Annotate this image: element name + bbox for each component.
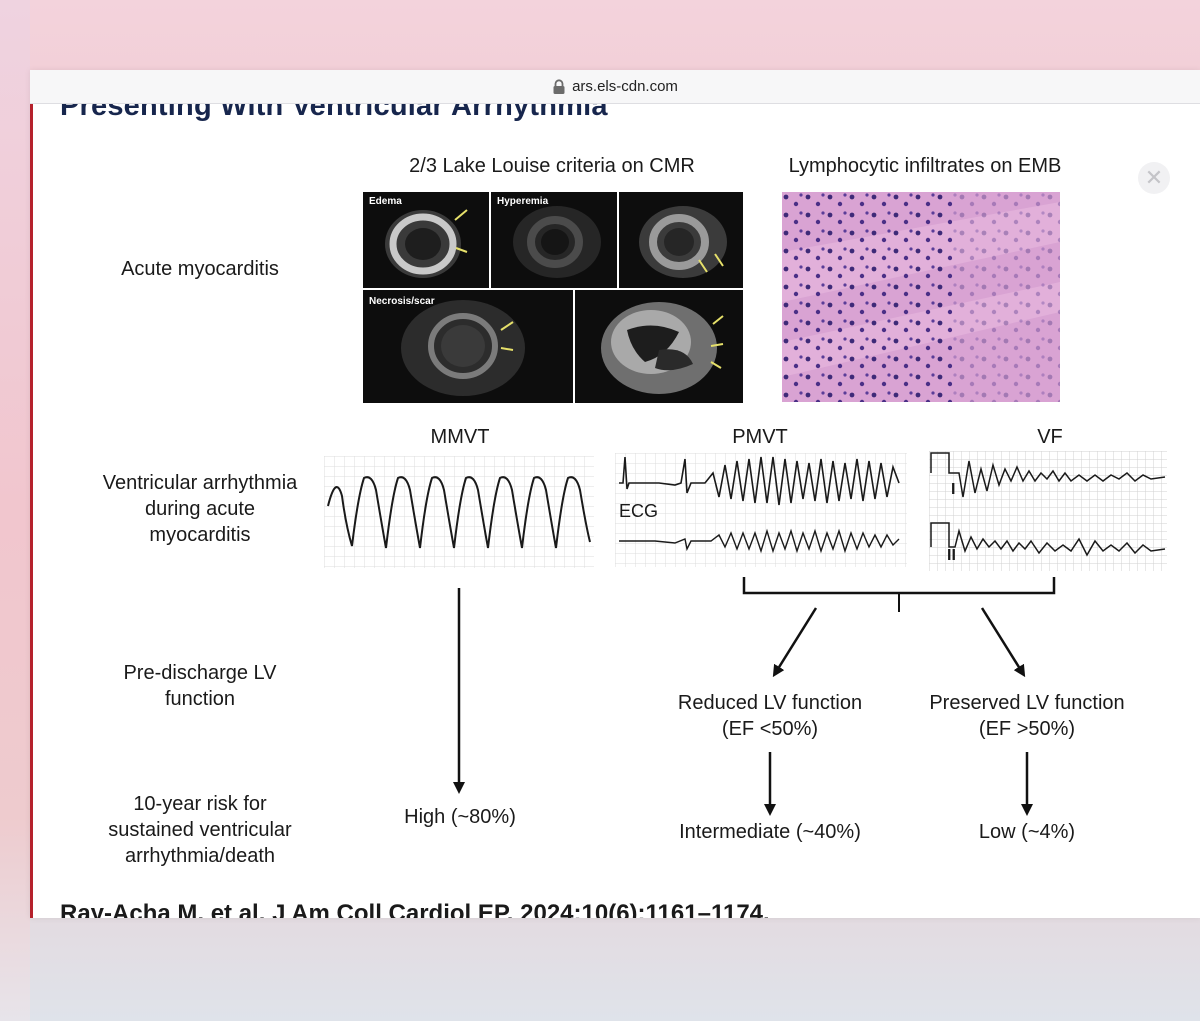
citation: Ray-Acha M, et al. J Am Coll Cardiol EP.…	[60, 900, 770, 918]
outcome-preserved-lv: Preserved LV function (EF >50%)	[902, 690, 1152, 742]
row-label-predischarge-lv: Pre-discharge LV function	[100, 660, 300, 712]
arrow-to-preserved	[980, 607, 1026, 678]
ecg-pmvt-label: ECG	[619, 501, 659, 521]
header-cmr: 2/3 Lake Louise criteria on CMR	[409, 155, 695, 177]
header-emb: Lymphocytic infiltrates on EMB	[788, 155, 1062, 177]
mri-four-chamber-panel	[575, 290, 743, 403]
row-label-va-line1: Ventricular arrhythmia	[102, 472, 298, 494]
background-left-margin	[0, 0, 30, 1021]
lock-icon	[552, 78, 566, 95]
row-label-lv-line1: Pre-discharge LV	[123, 662, 277, 684]
mri-edema-panel: Edema	[363, 192, 489, 288]
row-label-acute-myocarditis: Acute myocarditis	[100, 256, 300, 282]
address-bar[interactable]: ars.els-cdn.com	[30, 70, 1200, 104]
browser-window: Presenting With Ventricular Arrhythmia a…	[30, 70, 1200, 918]
histology-image	[782, 192, 1060, 402]
header-mmvt: MMVT	[430, 426, 490, 448]
ecg-vf-lead2-label: II	[947, 547, 956, 564]
risk-low: Low (~4%)	[978, 821, 1076, 843]
row-label-risk-line3: arrhythmia/death	[124, 845, 276, 867]
url-text[interactable]: ars.els-cdn.com	[572, 78, 678, 95]
row-label-va-line3: myocarditis	[149, 524, 251, 546]
outcome-reduced-line1: Reduced LV function	[677, 692, 863, 714]
ecg-mmvt-strip	[324, 456, 594, 568]
mri-edema-label: Edema	[369, 196, 402, 207]
ecg-vf-lead1-label: I	[951, 481, 956, 498]
ecg-vf-strip: I II	[929, 451, 1167, 571]
outcome-reduced-line2: (EF <50%)	[721, 718, 819, 740]
row-label-lv-line2: function	[164, 688, 236, 710]
row-label-10-year-risk: 10-year risk for sustained ventricular a…	[80, 791, 320, 869]
row-label-risk-line1: 10-year risk for	[133, 793, 267, 815]
flow-diagram-arrows	[453, 577, 1056, 816]
close-icon[interactable]: ✕	[1138, 162, 1170, 194]
risk-intermediate: Intermediate (~40%)	[679, 821, 861, 843]
accent-side-rule	[30, 104, 33, 918]
row-label-ventricular-arrhythmia: Ventricular arrhythmia during acute myoc…	[80, 470, 320, 548]
mri-necrosis-label: Necrosis/scar	[369, 296, 435, 307]
arrow-to-reduced	[772, 607, 818, 678]
mri-hyperemia-panel: Hyperemia	[491, 192, 617, 288]
header-pmvt: PMVT	[732, 426, 788, 448]
outcome-preserved-line2: (EF >50%)	[978, 718, 1076, 740]
outcome-preserved-line1: Preserved LV function	[929, 692, 1125, 714]
row-label-acute-text: Acute myocarditis	[121, 258, 279, 280]
mri-necrosis-panel: Necrosis/scar	[363, 290, 573, 403]
risk-high: High (~80%)	[404, 806, 516, 828]
mri-hyperemia-label: Hyperemia	[497, 196, 549, 207]
outcome-reduced-lv: Reduced LV function (EF <50%)	[650, 690, 890, 742]
bracket-pmvt-vf	[742, 577, 1056, 595]
header-vf: VF	[1037, 426, 1063, 448]
mri-hyperemia-late-panel	[619, 192, 743, 288]
row-label-risk-line2: sustained ventricular	[108, 819, 292, 841]
ecg-pmvt-strip: ECG	[615, 453, 907, 567]
row-label-va-line2: during acute	[144, 498, 256, 520]
